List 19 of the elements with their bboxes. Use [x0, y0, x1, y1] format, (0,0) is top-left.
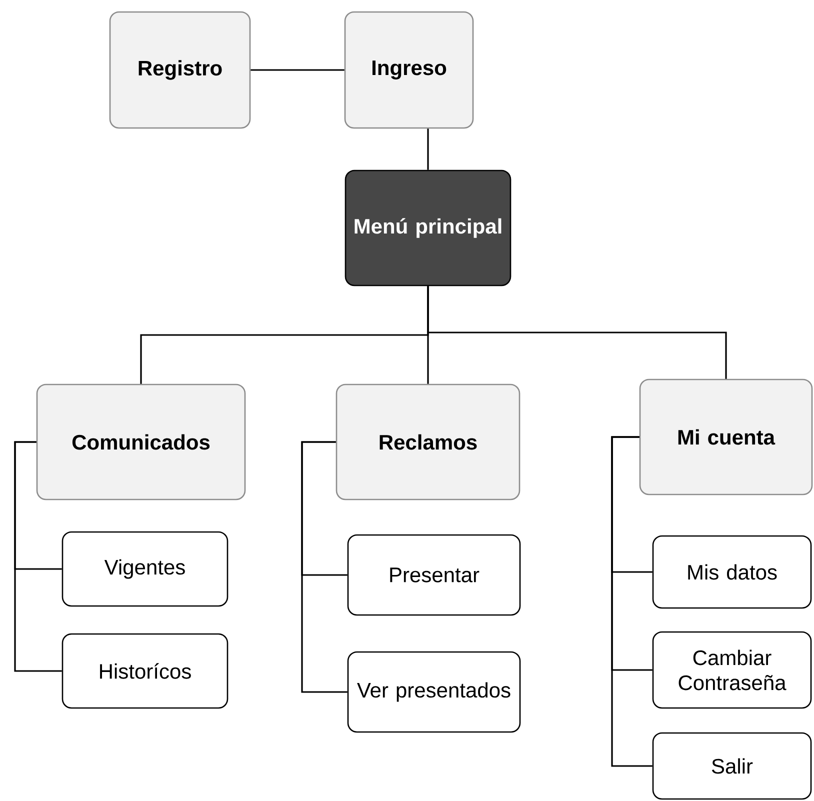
option-box: Cambiar Contraseña [652, 631, 812, 709]
section-box: Mi cuenta [639, 378, 813, 496]
connector-line [14, 441, 62, 672]
option-box: Salir [652, 732, 812, 800]
option-box: Mis datos [652, 535, 812, 609]
option-box: Historícos [62, 633, 228, 709]
main-menu-box: Menú principal [344, 170, 512, 286]
menu-box: Ingreso [344, 11, 474, 129]
option-box: Presentar [347, 534, 521, 616]
connector-line [250, 69, 344, 71]
connector-line [611, 436, 652, 767]
connector-line [427, 128, 429, 170]
option-box: Vigentes [62, 531, 228, 607]
option-box: Ver presentados [347, 651, 521, 733]
menu-box: Registro [109, 11, 251, 129]
section-box: Reclamos [336, 384, 520, 500]
section-box: Comunicados [36, 384, 246, 500]
connector-line [427, 286, 727, 379]
connector-line [301, 441, 348, 693]
